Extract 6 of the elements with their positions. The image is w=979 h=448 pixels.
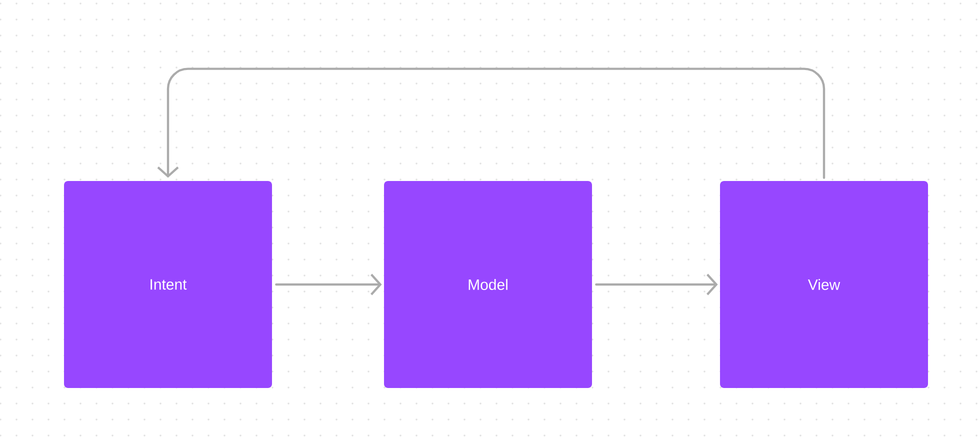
- arrow: [595, 274, 718, 296]
- arrow: [275, 274, 382, 296]
- process-box: View: [720, 181, 928, 388]
- process-box: Intent: [64, 181, 272, 388]
- arrow: [157, 68, 826, 179]
- process-box: Model: [384, 181, 592, 388]
